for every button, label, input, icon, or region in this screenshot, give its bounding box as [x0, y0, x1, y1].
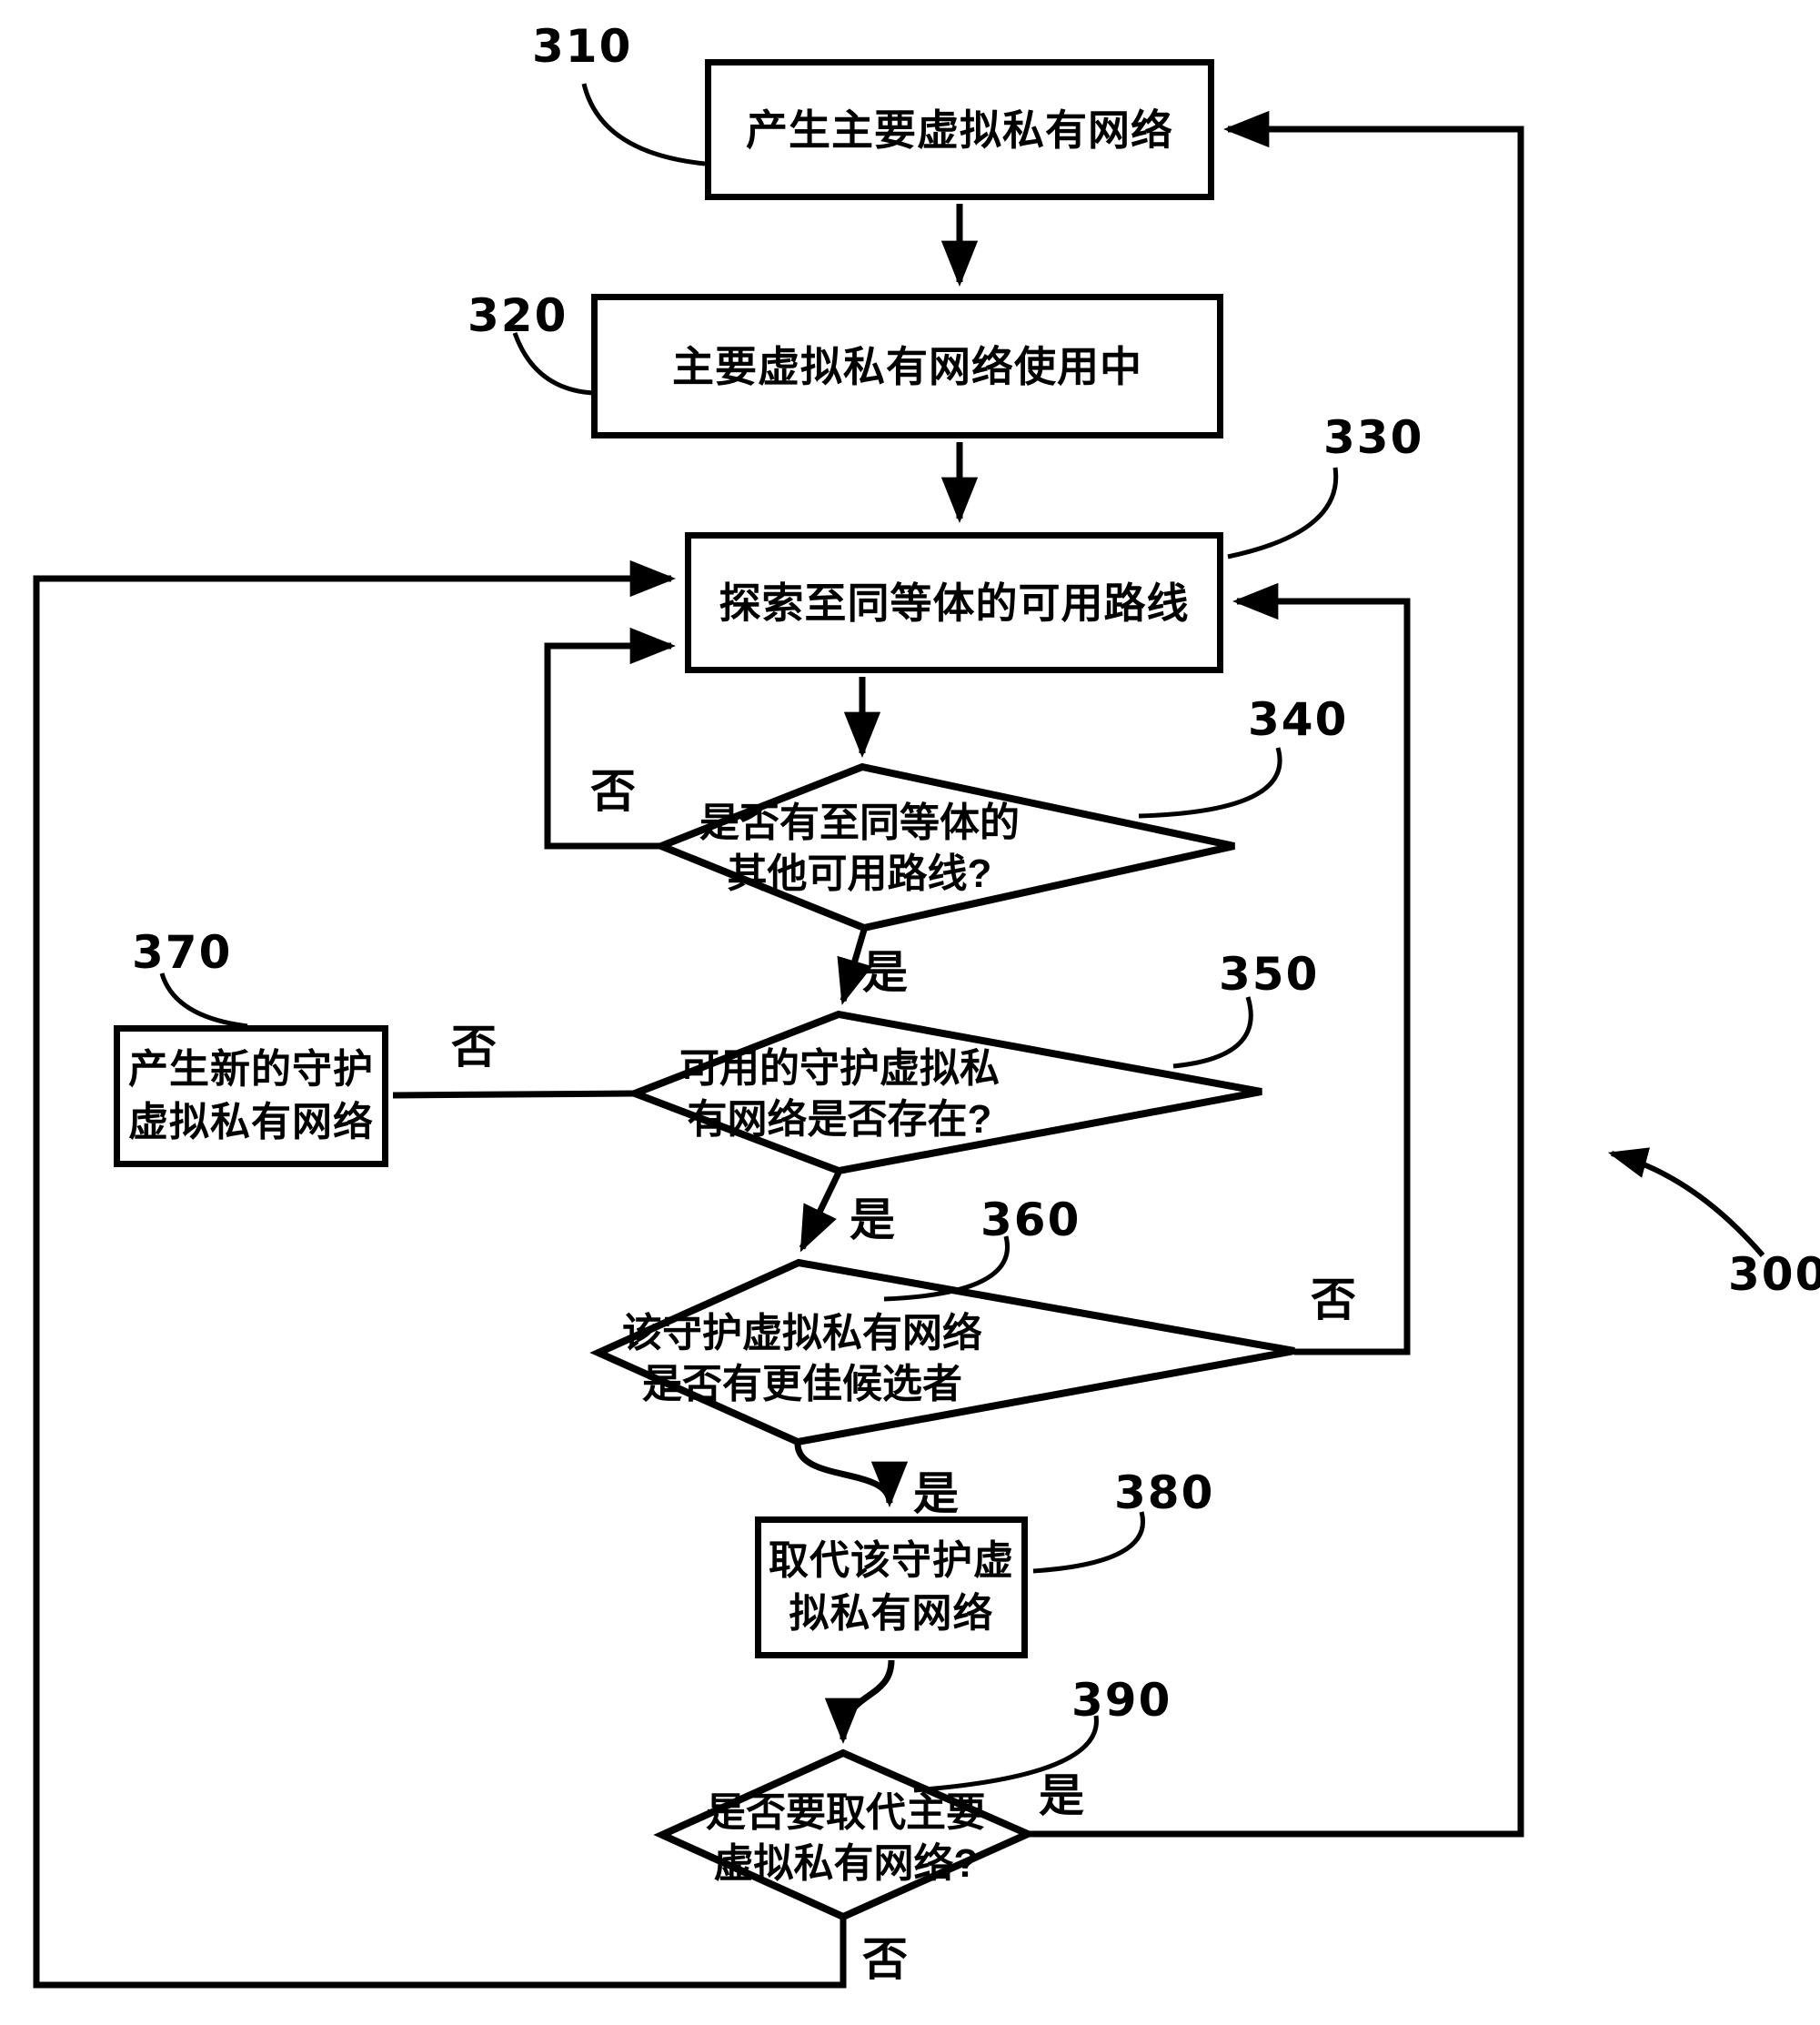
- ref-370-connector: [159, 972, 248, 1029]
- loop-390-no-back-to-330: [33, 559, 847, 1989]
- ref-label-300: 300: [1728, 1248, 1820, 1301]
- ref-340-connector: [1138, 747, 1282, 819]
- ref-360-connector: [883, 1235, 1010, 1302]
- decision-360-text: 该守护虚拟私有网络 是否有更佳候选者: [575, 1308, 1030, 1410]
- loop-360-no-back-to-330: [1232, 582, 1411, 1355]
- edge-350-370-no: [392, 1090, 636, 1099]
- branch-no-350: 否: [451, 1022, 497, 1073]
- branch-yes-340: 是: [862, 947, 908, 998]
- decision-340-text: 是否有至同等体的 其他可用路线?: [632, 798, 1087, 900]
- ref-label-330: 330: [1323, 411, 1424, 464]
- ref-380-connector: [1032, 1511, 1145, 1574]
- branch-no-390: 否: [862, 1934, 908, 1985]
- ref-label-360: 360: [980, 1194, 1081, 1246]
- decision-390-shape: [653, 1748, 1037, 1921]
- decision-390-text: 是否要取代主要 虚拟私有网络?: [618, 1788, 1073, 1889]
- ref-350-connector: [1172, 996, 1253, 1069]
- ref-label-310: 310: [532, 20, 633, 73]
- process-380-text-line2: 拟私有网络: [789, 1591, 994, 1636]
- process-370-text-line1: 产生新的守护: [128, 1047, 374, 1092]
- decision-350-shape: [624, 1010, 1262, 1175]
- ref-label-370: 370: [132, 926, 233, 979]
- process-320: 主要虚拟私有网络使用中: [591, 294, 1223, 438]
- decision-340-line2: 其他可用路线?: [727, 851, 992, 896]
- branch-yes-360: 是: [913, 1468, 959, 1519]
- decision-360-shape: [589, 1258, 1295, 1446]
- process-380: 取代该守护虚 拟私有网络: [755, 1516, 1028, 1658]
- process-380-text-line1: 取代该守护虚: [769, 1538, 1014, 1583]
- process-310: 产生主要虚拟私有网络: [705, 59, 1214, 200]
- loop-390-yes-back-to-310: [1028, 110, 1524, 1838]
- branch-no-340: 否: [590, 766, 636, 817]
- decision-340-shape: [651, 762, 1235, 932]
- decision-360-line2: 是否有更佳候选者: [642, 1362, 962, 1406]
- process-330-text: 探索至同等体的可用路线: [719, 579, 1190, 627]
- loop-340-no-back-to-330: [544, 627, 677, 850]
- process-370-text-line2: 虚拟私有网络: [128, 1100, 374, 1144]
- ref-310-connector: [581, 83, 706, 166]
- process-370: 产生新的守护 虚拟私有网络: [114, 1025, 388, 1167]
- ref-390-connector: [913, 1715, 1099, 1793]
- edge-340-350-yes: [837, 929, 873, 1005]
- ref-300-pointer-arrow: [1607, 1147, 1765, 1257]
- decision-350-text: 可用的守护虚拟私 有网络是否存在?: [612, 1043, 1067, 1145]
- process-310-text: 产生主要虚拟私有网络: [746, 106, 1173, 154]
- ref-label-390: 390: [1071, 1674, 1172, 1727]
- ref-label-320: 320: [468, 289, 568, 342]
- decision-390-line2: 虚拟私有网络?: [713, 1841, 979, 1886]
- ref-label-380: 380: [1114, 1466, 1215, 1519]
- ref-label-340: 340: [1248, 693, 1349, 746]
- decision-340-line1: 是否有至同等体的: [699, 801, 1020, 845]
- ref-label-350: 350: [1219, 948, 1320, 1001]
- branch-no-360: 否: [1311, 1274, 1356, 1325]
- decision-360-line1: 该守护虚拟私有网络: [622, 1311, 982, 1355]
- branch-yes-390: 是: [1039, 1770, 1084, 1821]
- branch-yes-350: 是: [850, 1194, 895, 1245]
- process-320-text: 主要虚拟私有网络使用中: [672, 342, 1142, 390]
- edge-350-360-yes: [799, 1171, 842, 1253]
- decision-390-line1: 是否要取代主要: [706, 1790, 986, 1835]
- edge-380-390: [824, 1659, 895, 1745]
- edge-360-380-yes: [794, 1443, 909, 1508]
- decision-350-line1: 可用的守护虚拟私: [679, 1046, 1000, 1091]
- ref-320-connector: [512, 332, 594, 396]
- ref-330-connector: [1227, 467, 1339, 559]
- process-330: 探索至同等体的可用路线: [685, 532, 1223, 673]
- decision-350-line2: 有网络是否存在?: [687, 1097, 992, 1142]
